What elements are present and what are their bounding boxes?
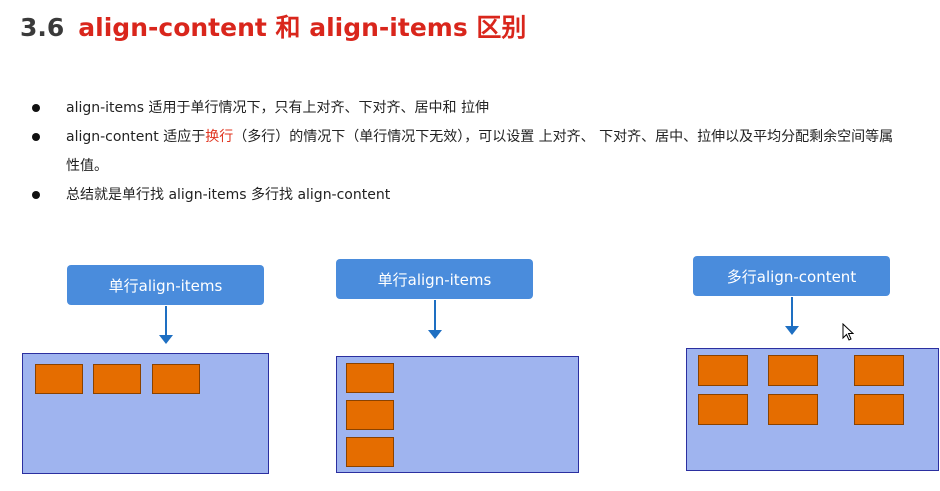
flex-item-box	[854, 355, 904, 386]
flex-item-box	[698, 394, 748, 425]
page-title: 3.6 align-content 和 align-items 区别	[20, 8, 526, 48]
flex-item-box	[35, 364, 83, 394]
bullet-dot-icon	[32, 104, 40, 112]
arrow-down-icon	[428, 300, 442, 339]
diagram-1-container	[22, 353, 269, 474]
section-number: 3.6	[20, 13, 65, 42]
flex-item-box	[346, 363, 394, 393]
bullet-dot-icon	[32, 191, 40, 199]
flex-item-box	[152, 364, 200, 394]
flex-item-box	[346, 437, 394, 467]
diagram-2-container	[336, 356, 579, 473]
bullet-item-align-content: align-content 适应于换行（多行）的情况下（单行情况下无效），可以设…	[30, 123, 900, 181]
bullet-list: align-items 适用于单行情况下，只有上对齐、下对齐、居中和 拉伸 al…	[30, 94, 900, 210]
section-topic: align-content 和 align-items 区别	[78, 13, 527, 42]
bullet-item-align-items: align-items 适用于单行情况下，只有上对齐、下对齐、居中和 拉伸	[30, 94, 900, 123]
bullet-text: align-items 适用于单行情况下，只有上对齐、下对齐、居中和 拉伸	[66, 100, 489, 116]
diagram-3-container	[686, 348, 939, 471]
flex-item-box	[768, 355, 818, 386]
diagram-3-label: 多行align-content	[693, 256, 890, 296]
flex-item-box	[346, 400, 394, 430]
bullet-item-summary: 总结就是单行找 align-items 多行找 align-content	[30, 181, 900, 210]
arrow-down-icon	[159, 306, 173, 344]
flex-item-box	[854, 394, 904, 425]
mouse-cursor-icon	[842, 323, 854, 341]
arrow-down-icon	[785, 297, 799, 335]
bullet-text-pre: align-content 适应于	[66, 129, 206, 145]
flex-item-box	[768, 394, 818, 425]
bullet-text: 总结就是单行找 align-items 多行找 align-content	[66, 187, 391, 203]
diagram-1-label: 单行align-items	[67, 265, 264, 305]
bullet-dot-icon	[32, 133, 40, 141]
diagram-2-label: 单行align-items	[336, 259, 533, 299]
flex-item-box	[698, 355, 748, 386]
bullet-text-post: （多行）的情况下（单行情况下无效），可以设置 上对齐、 下对齐、居中、拉伸以及平…	[66, 129, 894, 174]
flex-item-box	[93, 364, 141, 394]
bullet-highlight: 换行	[205, 129, 234, 145]
